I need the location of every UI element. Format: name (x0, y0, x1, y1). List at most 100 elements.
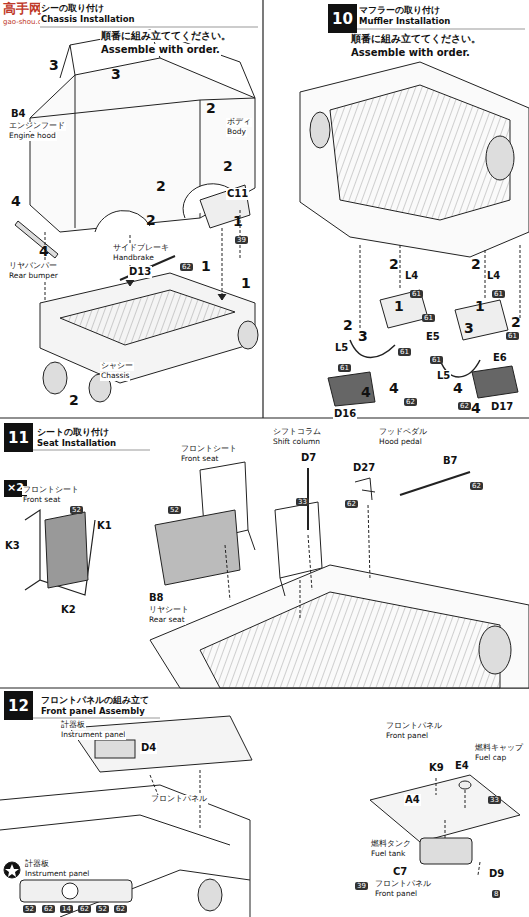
drawing-stroke (262, 0, 263, 418)
drawing-stroke (200, 592, 500, 688)
drawing-stroke (486, 136, 514, 180)
paint-code: 61 (430, 356, 443, 364)
drawing-stroke (225, 505, 370, 620)
part-name: Rear seat (148, 616, 186, 625)
step-heading: マフラーの取り付け (358, 5, 441, 15)
drawing-stroke (275, 502, 322, 596)
part-name: Chassis (100, 372, 130, 381)
drawing-stroke (40, 27, 258, 28)
paint-code: 8 (492, 890, 500, 898)
part-name: ボディ (226, 118, 252, 127)
drawing-stroke (472, 366, 518, 398)
drawing-stroke (30, 718, 160, 719)
paint-code: 61 (410, 290, 423, 298)
part-number: B8 (148, 592, 165, 604)
paint-code: 61 (338, 364, 351, 372)
part-name: Front panel (385, 732, 429, 741)
drawing-stroke (355, 478, 375, 500)
drawing-stroke (4, 862, 20, 878)
drawing-stroke (0, 785, 250, 917)
part-number: K9 (428, 762, 445, 774)
step-number: 11 (4, 423, 33, 452)
part-name: Hood pedal (378, 438, 423, 447)
callout-number: 2 (470, 256, 482, 272)
part-name: Instrument panel (60, 731, 126, 740)
drawing-stroke (20, 880, 132, 902)
part-name: Fuel tank (370, 850, 406, 859)
callout-number: 2 (155, 178, 167, 194)
part-number: K2 (60, 604, 77, 616)
drawing-stroke (420, 838, 472, 864)
paint-code: 62 (42, 905, 55, 913)
paint-code: 62 (470, 482, 483, 490)
part-name: Engine hood (8, 132, 57, 141)
step-number-text: 12 (8, 697, 29, 715)
part-name: Front panel (374, 890, 418, 899)
callout-number: 4 (452, 380, 464, 396)
part-number: E5 (425, 331, 441, 343)
step-heading: フロントパネルの組み立て (40, 695, 150, 705)
step-heading: Chassis Installation (40, 15, 136, 25)
watermark: 高手网 (2, 2, 43, 17)
part-name: フロントシート (22, 486, 80, 495)
part-name: フロントパネル (385, 722, 443, 731)
note: Assemble with order. (100, 44, 221, 56)
drawing-stroke (30, 58, 255, 232)
part-number: D4 (140, 742, 157, 754)
drawing-stroke (70, 716, 252, 772)
drawing-stroke (5, 864, 19, 877)
drawing-stroke (360, 245, 520, 330)
part-number: B7 (442, 455, 459, 467)
drawing-stroke (300, 62, 529, 257)
callout-number: 4 (10, 193, 22, 209)
drawing-stroke (62, 883, 78, 899)
note: Assemble with order. (350, 47, 471, 59)
drawing-stroke (354, 29, 525, 30)
drawing-stroke (60, 290, 235, 345)
part-name: Front seat (22, 496, 61, 505)
step-heading: シートの取り付け (36, 427, 110, 437)
drawing-stroke (30, 450, 150, 451)
step-heading: シーの取り付け (40, 3, 105, 13)
part-number: K3 (4, 540, 21, 552)
callout-number: 2 (222, 158, 234, 174)
paint-code: 52 (96, 905, 109, 913)
part-name: リヤバンパー (8, 262, 58, 271)
callout-number: 2 (68, 392, 80, 408)
drawing-stroke (155, 510, 240, 585)
paint-code: 62 (78, 905, 91, 913)
step-heading: Front panel Assembly (40, 707, 146, 717)
drawing-stroke (25, 510, 95, 595)
part-name: シャシー (100, 362, 134, 371)
callout-number: 2 (388, 256, 400, 272)
paint-code: 61 (398, 348, 411, 356)
part-number: C7 (392, 866, 408, 878)
callout-number: 4 (38, 243, 50, 259)
callout-number: 1 (200, 258, 212, 274)
drawing-stroke (126, 280, 226, 300)
part-name: Front seat (180, 455, 219, 464)
callout-number: 1 (232, 213, 244, 229)
callout-number: 4 (388, 380, 400, 396)
part-name: Shift column (272, 438, 321, 447)
part-number: E4 (454, 760, 470, 772)
part-name: フロントパネル (374, 880, 432, 889)
drawing-stroke (310, 112, 330, 148)
part-name: 計器板 (24, 860, 50, 869)
callout-number: 2 (510, 314, 522, 330)
part-number: D17 (490, 401, 514, 413)
drawing-stroke (198, 879, 222, 911)
part-name: Fuel cap (474, 754, 507, 763)
part-name: フッドペダル (378, 428, 428, 437)
drawing-stroke (95, 740, 135, 758)
drawing-stroke (43, 362, 67, 394)
part-number: D27 (352, 462, 376, 474)
callout-number: 1 (240, 275, 252, 291)
part-number: E6 (492, 352, 508, 364)
paint-code: 62 (345, 500, 358, 508)
step-number: 12 (4, 691, 33, 720)
part-name: Instrument panel (24, 870, 90, 879)
step-number-text: 10 (332, 10, 353, 28)
paint-code: 61 (492, 290, 505, 298)
drawing-stroke (45, 512, 88, 588)
